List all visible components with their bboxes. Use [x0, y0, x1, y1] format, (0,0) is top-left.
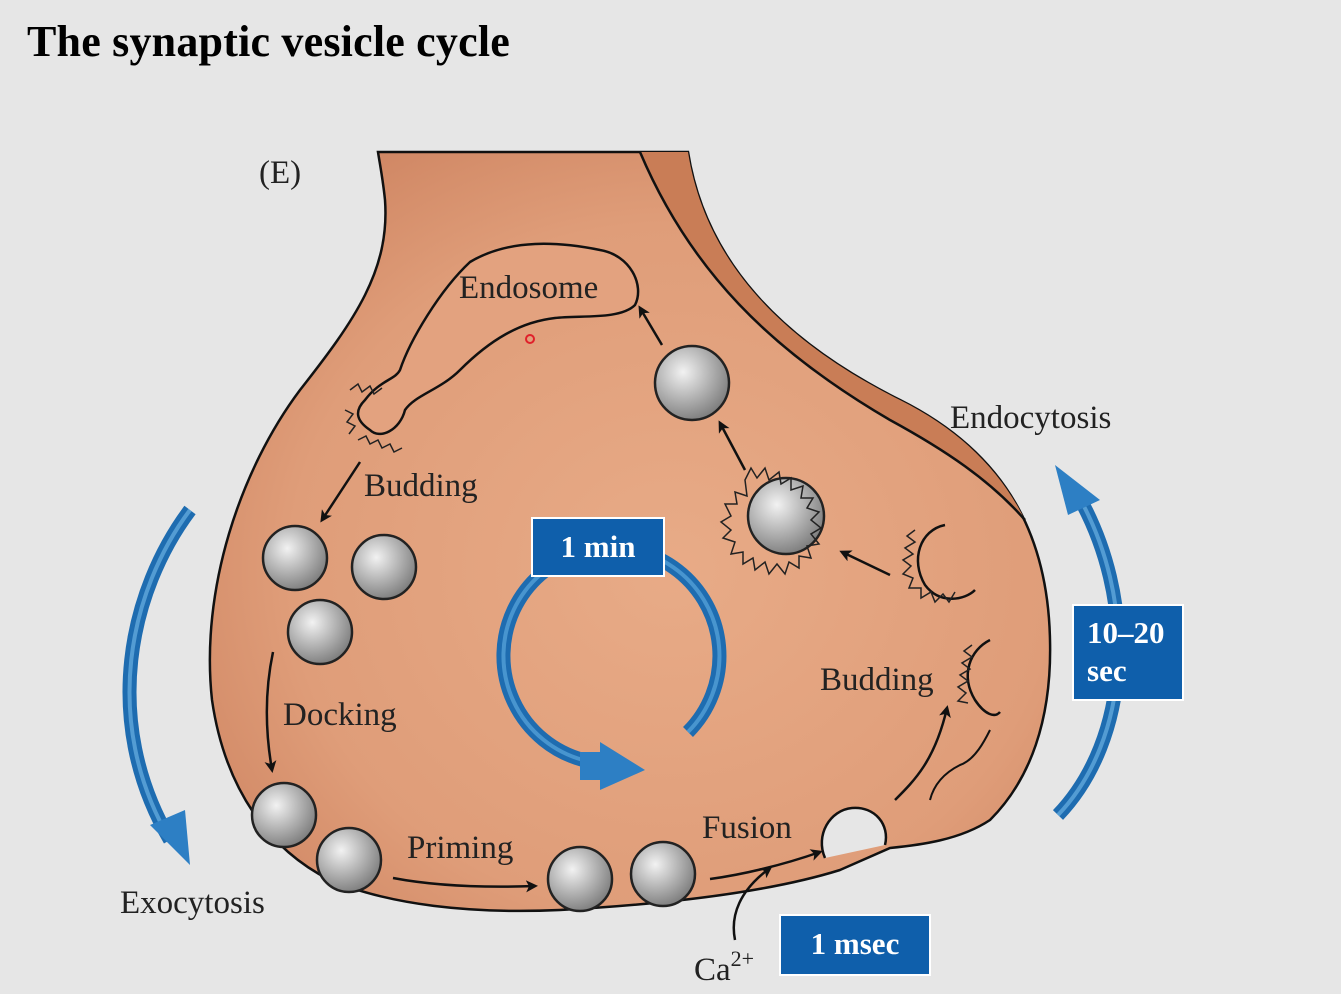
fusion-pore: [820, 806, 888, 859]
cycle-arrows: [264, 305, 951, 941]
budding-left-label: Budding: [364, 468, 478, 504]
timescale-endocytosis-line1: 10–20: [1087, 615, 1165, 650]
endosome-label: Endosome: [459, 270, 598, 306]
priming-label: Priming: [407, 830, 513, 866]
slide-title: The synaptic vesicle cycle: [27, 17, 510, 66]
panel-label: (E): [259, 155, 301, 191]
vesicle: [629, 840, 697, 908]
timescale-fusion-text: 1 msec: [811, 926, 900, 961]
exocytosis-label: Exocytosis: [120, 885, 265, 921]
budding-right-label: Budding: [820, 662, 934, 698]
calcium-label: Ca2+: [694, 946, 754, 988]
membrane-pit-lower: [966, 638, 1001, 717]
vesicles: [250, 344, 826, 913]
exocytosis-arrow: [122, 505, 196, 865]
timescale-box-endocytosis: 10–20 sec: [1072, 604, 1184, 701]
clathrin-coat-vesicle: [719, 466, 823, 576]
vesicle: [350, 533, 418, 601]
vesicle: [261, 524, 329, 592]
clathrin-coat-endosome: [344, 382, 403, 454]
pointer-marker: [525, 334, 535, 344]
vesicle: [653, 344, 731, 422]
timescale-box-cycle: 1 min: [531, 517, 665, 577]
vesicle: [286, 598, 354, 666]
membrane-infolding: [929, 729, 991, 801]
endocytosis-label: Endocytosis: [950, 400, 1111, 436]
docking-label: Docking: [283, 697, 397, 733]
timescale-endocytosis-line2: sec: [1087, 653, 1127, 688]
membrane-pit-upper: [916, 523, 976, 600]
timescale-box-fusion: 1 msec: [779, 914, 931, 976]
timescale-cycle-text: 1 min: [561, 529, 636, 564]
clathrin-coat-pit-upper: [901, 529, 956, 604]
endosome: [356, 242, 640, 436]
fusion-label: Fusion: [702, 810, 792, 846]
vesicle: [315, 826, 383, 894]
vesicle: [250, 781, 318, 849]
clathrin-coat-pit-lower: [956, 644, 974, 704]
vesicle: [546, 845, 614, 913]
coated-vesicle: [746, 476, 826, 556]
